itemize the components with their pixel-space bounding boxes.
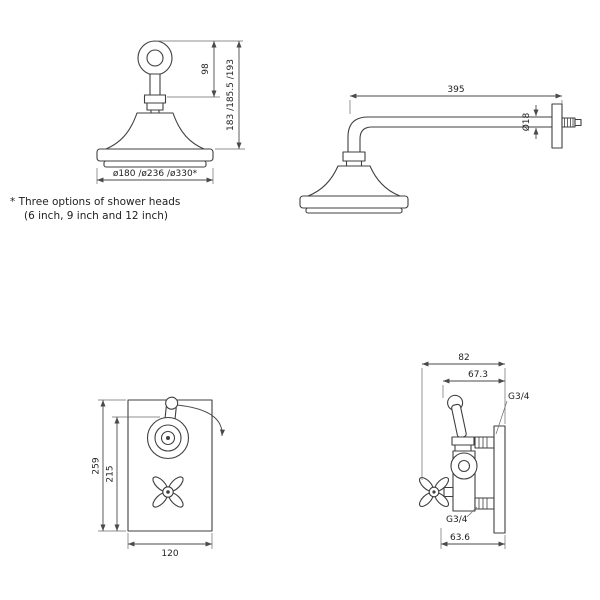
dimension-label-98: 98	[201, 63, 211, 75]
connector-nut-lower	[146, 102, 164, 111]
valve-side-view: 82 67.3 G3/4 G3/4 63.6	[418, 353, 530, 549]
connector-nut	[342, 151, 366, 162]
spindle-dot	[166, 436, 170, 440]
wall-flange-inner	[146, 49, 164, 67]
head-lip	[305, 207, 403, 214]
thread-label-bottom-text: G3/4	[446, 515, 468, 525]
dimension-label-215: 215	[106, 465, 116, 482]
handle-stem	[443, 486, 454, 498]
cross-hub-dot	[166, 490, 170, 494]
wall-plate	[551, 103, 563, 149]
dimension-label-heights: 183 /185.5 /193	[226, 59, 236, 131]
lever-handle-side	[447, 394, 467, 438]
dimension-arm-length: 395	[349, 85, 563, 114]
drop-pipe	[149, 73, 161, 96]
connector-nut-upper	[143, 94, 167, 104]
dimension-bottom-depth: 63.6	[440, 528, 506, 549]
head-rim	[299, 195, 409, 209]
wall-mounting-plate	[493, 425, 506, 534]
dimension-label-67-3: 67.3	[468, 370, 488, 380]
lever-shaft	[451, 403, 467, 438]
dimension-depth-82: 82	[421, 353, 506, 480]
cartridge-centre	[457, 459, 471, 473]
head-bell	[307, 165, 401, 197]
dimension-plate-width: 120	[127, 533, 213, 559]
dimension-total-height: 183 /185.5 /193	[215, 41, 245, 150]
nipple-tip	[574, 118, 582, 127]
lever-bulb	[165, 396, 179, 410]
thread-label-top: G3/4	[495, 392, 530, 435]
dimension-label-63-6: 63.6	[450, 533, 470, 543]
thread-label-bottom: G3/4	[446, 506, 478, 525]
head-lip	[103, 160, 207, 168]
valve-front-view: 259 215 120	[92, 396, 226, 559]
thread-label-top-text: G3/4	[508, 392, 530, 402]
dimension-plate-height: 259	[92, 399, 126, 532]
dimension-handle-span: 215	[106, 416, 160, 531]
temperature-lever-control	[146, 396, 226, 460]
bottom-inlet-connector	[474, 497, 495, 510]
connector-collar	[345, 160, 363, 167]
dimension-pipe-diameter: Ø18	[521, 105, 539, 139]
dimension-label-259: 259	[92, 457, 102, 474]
dimension-label-diameters: ø180 /ø236 /ø330*	[113, 169, 198, 179]
dimension-arm-height: 98	[157, 40, 243, 98]
dimension-label-82: 82	[458, 353, 469, 363]
note-line-2: (6 inch, 9 inch and 12 inch)	[24, 210, 168, 222]
flow-cross-handle	[152, 476, 184, 508]
leader-line	[466, 506, 478, 518]
dimension-label-o18: Ø18	[521, 112, 532, 131]
showerhead-side-view: 395 Ø18	[299, 85, 582, 214]
top-inlet-connector	[474, 436, 495, 449]
leader-line	[495, 400, 508, 435]
note-line-1: * Three options of shower heads	[10, 196, 180, 208]
lever-base-nut	[451, 436, 475, 446]
dimension-label-120: 120	[161, 549, 178, 559]
head-rim	[96, 148, 214, 162]
flow-cross-handle-side	[418, 476, 454, 508]
head-bell	[105, 112, 205, 150]
shower-head-options-note: * Three options of shower heads (6 inch,…	[10, 196, 180, 222]
dimension-lever-depth: 67.3	[442, 370, 505, 398]
showerhead-front-view: 98 183 /185.5 /193 ø180 /ø236 /ø330*	[96, 40, 245, 184]
lever-collar	[454, 444, 472, 452]
cross-hub-dot	[432, 490, 436, 494]
lever-swing-arrow	[176, 404, 226, 437]
dimension-label-395: 395	[447, 85, 464, 95]
dimension-head-diameters: ø180 /ø236 /ø330*	[96, 168, 214, 184]
